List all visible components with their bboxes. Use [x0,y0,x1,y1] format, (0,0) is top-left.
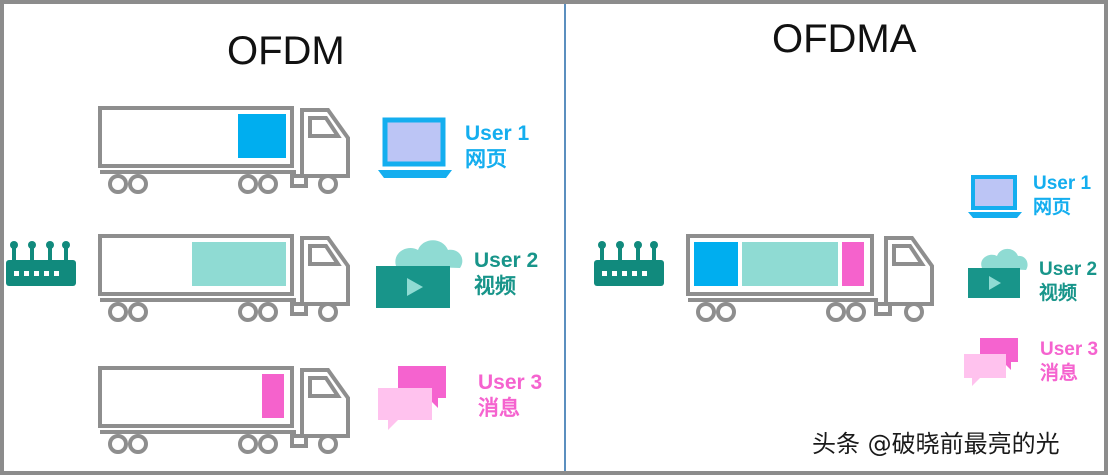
ofdma-cargo-user1 [694,242,738,286]
ofdma-cargo-user3 [842,242,864,286]
user3-name: User 3 [478,371,543,394]
truck-user1 [98,106,350,194]
right-user2-label: User 2 视频 [1039,258,1097,306]
left-user1-label: User 1 网页 [465,121,529,174]
watermark: 头条 @破晓前最亮的光 [812,430,1060,458]
user1-service: 网页 [1033,196,1072,218]
cargo-block-user2 [192,242,286,286]
panel-divider [564,4,566,471]
router-icon [594,241,664,286]
user2-service: 视频 [1039,282,1078,304]
user1-service: 网页 [465,148,507,172]
truck-user2 [98,234,350,322]
cargo-block-user1 [238,114,286,158]
ofdm-title: OFDM [227,29,345,73]
right-user1-label: User 1 网页 [1033,172,1091,220]
user1-name: User 1 [465,122,530,145]
truck-user3 [98,366,350,454]
user3-service: 消息 [1040,362,1079,384]
left-user2-label: User 2 视频 [474,248,538,301]
right-user3-label: User 3 消息 [1040,338,1098,386]
ofdma-title: OFDMA [772,17,917,61]
user2-name: User 2 [474,249,539,272]
user2-service: 视频 [474,275,516,299]
user1-name: User 1 [1033,173,1092,194]
router-icon [6,241,76,286]
ofdma-cargo-user2 [742,242,838,286]
chat-bubbles-icon [378,366,446,430]
laptop-icon [968,175,1022,218]
laptop-icon [378,117,452,178]
user2-name: User 2 [1039,259,1098,280]
left-user3-label: User 3 消息 [478,370,542,423]
truck-ofdma [686,234,934,322]
chat-bubbles-icon [964,338,1018,386]
user3-service: 消息 [478,397,520,421]
video-cloud-icon [968,248,1028,298]
cargo-block-user3 [262,374,284,418]
user3-name: User 3 [1040,339,1099,360]
video-cloud-icon [376,240,463,308]
